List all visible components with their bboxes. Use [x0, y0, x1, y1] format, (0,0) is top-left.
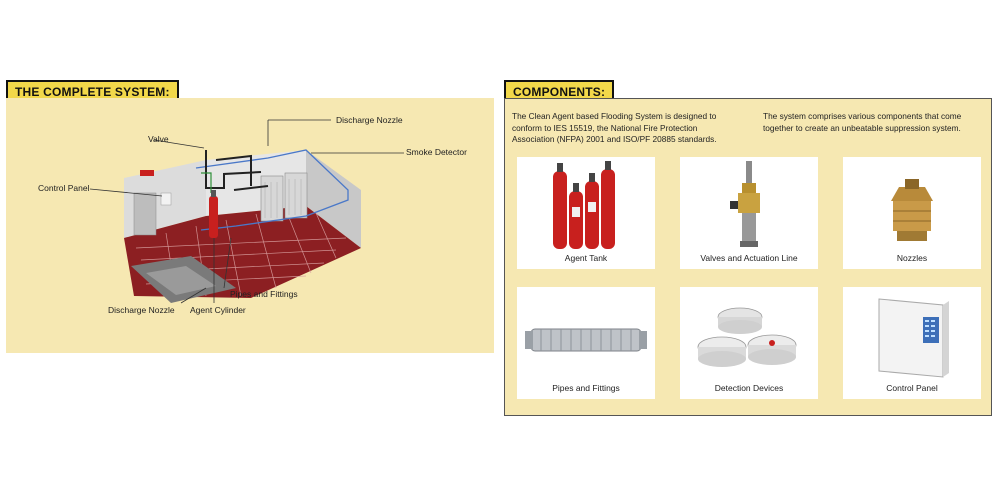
intro-text-left: The Clean Agent based Flooding System is… [512, 111, 717, 144]
label-discharge-nozzle-top: Discharge Nozzle [336, 115, 403, 125]
label-smoke-detector: Smoke Detector [406, 147, 467, 157]
component-card-pipes[interactable]: Pipes and Fittings [517, 287, 655, 399]
label-control-panel: Control Panel [38, 183, 90, 193]
card-label: Pipes and Fittings [552, 383, 620, 393]
component-card-nozzles[interactable]: Nozzles [843, 157, 981, 269]
valve-icon [730, 161, 760, 247]
card-label: Control Panel [886, 383, 938, 393]
component-card-control-panel[interactable]: Control Panel [843, 287, 981, 399]
fire-cylinders-icon [553, 161, 615, 249]
component-card-agent-tank[interactable]: Agent Tank [517, 157, 655, 269]
label-valve: Valve [148, 134, 169, 144]
nozzle-icon [891, 179, 933, 241]
card-label: Detection Devices [714, 383, 784, 393]
flex-pipe-icon [525, 328, 647, 352]
components-panel: The Clean Agent based Flooding System is… [504, 98, 992, 416]
label-pipes-fittings: Pipes and Fittings [230, 289, 298, 299]
component-card-detection[interactable]: Detection Devices [680, 287, 818, 399]
label-discharge-nozzle-bottom: Discharge Nozzle [108, 305, 175, 315]
component-card-valves[interactable]: Valves and Actuation Line [680, 157, 818, 269]
control-panel-icon [878, 298, 949, 378]
smoke-detector-icon [697, 307, 797, 367]
intro-text-right: The system comprises various components … [763, 111, 962, 133]
label-agent-cylinder: Agent Cylinder [190, 305, 246, 315]
system-diagram [89, 119, 404, 304]
card-label: Nozzles [896, 253, 928, 263]
card-label: Agent Tank [564, 253, 608, 263]
complete-system-panel: Valve Discharge Nozzle Smoke Detector Co… [6, 98, 494, 353]
card-label: Valves and Actuation Line [700, 253, 798, 263]
